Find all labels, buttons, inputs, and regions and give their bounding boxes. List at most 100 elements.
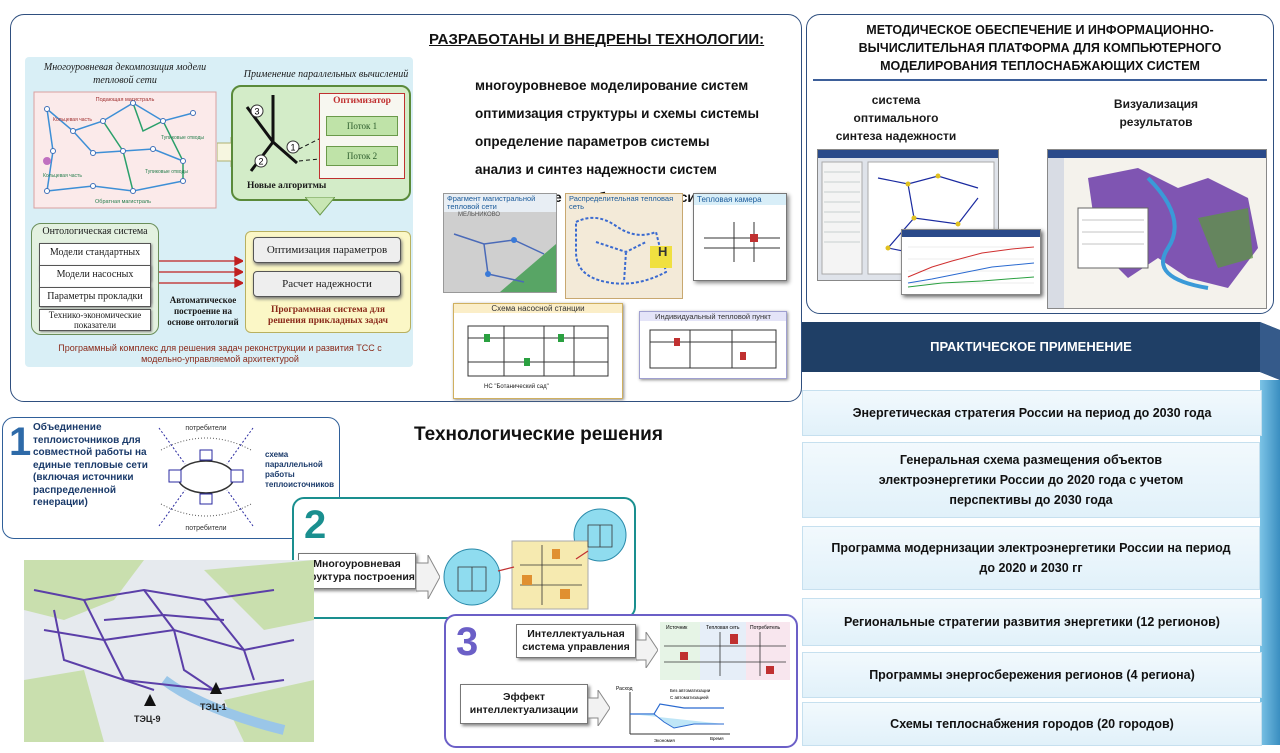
- practical-item: Генеральная схема размещения объектов эл…: [802, 442, 1260, 518]
- net-label-left-top: Кольцевая часть: [53, 117, 92, 123]
- platform-title-line-2: ВЫЧИСЛИТЕЛЬНАЯ ПЛАТФОРМА ДЛЯ КОМПЬЮТЕРНО…: [858, 41, 1222, 55]
- solution-1-number: 1: [9, 420, 32, 464]
- arrow-right-icon: [588, 690, 610, 726]
- arrow-right-icon: [416, 555, 440, 599]
- parallel-sources-diagram: потребители потребители: [158, 424, 254, 532]
- optimizer-label: Оптимизатор: [333, 96, 391, 106]
- individual-point-card: Индивидуальный тепловой пункт: [639, 311, 787, 379]
- chart-legend-without: Без автоматизации: [670, 688, 711, 693]
- tec-9-label: ТЭЦ-9: [134, 714, 160, 724]
- network-schematics-collage: Фрагмент магистральной тепловой сети МЕЛ…: [439, 191, 789, 399]
- flow-2: Поток 2: [326, 146, 398, 166]
- section-network: Тепловая сеть: [706, 625, 740, 631]
- tech-label: многоуровневое моделирование систем: [475, 77, 749, 93]
- practical-item: Схемы теплоснабжения городов (20 городов…: [802, 702, 1262, 746]
- section-consumer: Потребитель: [750, 625, 780, 631]
- parallel-box: 3 1 2 Оптимизатор Поток 1 Поток 2 Новые …: [231, 85, 411, 201]
- solution-2-number: 2: [304, 503, 327, 547]
- technologies-list: многоуровневое моделирование систем опти…: [443, 71, 759, 211]
- arrow-down-icon: [305, 197, 335, 216]
- tech-item: оптимизация структуры и схемы системы: [443, 99, 759, 127]
- solution-2-label: Многоуровневая структура построения: [298, 553, 416, 589]
- net-label-right-top: Тупиковые отводы: [161, 135, 204, 141]
- platform-title-line-1: МЕТОДИЧЕСКОЕ ОБЕСПЕЧЕНИЕ И ИНФОРМАЦИОННО…: [866, 23, 1214, 37]
- net-label-left-bottom: Кольцевая часть: [43, 173, 82, 179]
- individual-point-label: Индивидуальный тепловой пункт: [640, 312, 786, 321]
- side-bar: [1260, 380, 1280, 745]
- new-algorithms-label: Новые алгоритмы: [247, 181, 327, 191]
- pump-station-card: Схема насосной станции НС "Ботанический …: [453, 303, 623, 399]
- main-fragment-label: Фрагмент магистральной тепловой сети: [444, 194, 556, 212]
- district-label: МЕЛЬНИКОВО: [458, 212, 501, 218]
- distribution-label: Распределительная тепловая сеть: [569, 194, 674, 211]
- svg-text:2: 2: [259, 157, 264, 167]
- net-label-bottom: Обратная магистраль: [95, 199, 151, 205]
- task-optimization: Оптимизация параметров: [253, 237, 401, 263]
- chart-savings: Экономия: [654, 738, 675, 743]
- task-reliability: Расчет надежности: [253, 271, 401, 297]
- svg-text:1: 1: [291, 143, 296, 153]
- tech-item: анализ и синтез надежности систем: [443, 155, 759, 183]
- section-source: Источник: [666, 625, 688, 631]
- complex-caption: Программный комплекс для решения задач р…: [58, 343, 382, 364]
- control-schematic: Источник Тепловая сеть Потребитель: [660, 622, 790, 680]
- solution-1-panel: 1 Объединение теплоисточников для совмес…: [2, 417, 340, 539]
- chart-legend-with: С автоматизацией: [670, 694, 709, 700]
- synthesis-caption: система оптимального синтеза надежности: [835, 93, 957, 143]
- chart-axis-time: Время: [710, 736, 724, 741]
- solution-2-panel: 2 Многоуровневая структура построения: [292, 497, 636, 619]
- visualization-caption: Визуализация результатов: [1113, 97, 1199, 129]
- tech-item: многоуровневое моделирование систем: [443, 71, 759, 99]
- effect-chart: Расход Без автоматизации С автоматизацие…: [616, 686, 730, 743]
- red-arrows: [159, 255, 243, 289]
- svg-text:3: 3: [255, 107, 260, 117]
- solution-3-panel: 3 Интеллектуальная система управления Эф…: [444, 614, 798, 748]
- synthesis-screenshot: [817, 149, 1041, 299]
- auto-build-label: Автоматическое построение на основе онто…: [167, 295, 239, 327]
- city-heat-network-map: ТЭЦ-9 ТЭЦ-1: [24, 560, 314, 742]
- net-label-right-bottom: Тупиковые отводы: [145, 169, 188, 175]
- practical-header: ПРАКТИЧЕСКОЕ ПРИМЕНЕНИЕ: [802, 322, 1280, 380]
- architecture-diagram: Многоуровневая декомпозиция модели тепло…: [25, 57, 413, 367]
- algorithm-tree: 3 1 2: [245, 95, 320, 172]
- tech-item: определение параметров системы: [443, 127, 759, 155]
- pump-station-name: НС "Ботанический сад": [484, 384, 549, 390]
- technologies-panel: Многоуровневая декомпозиция модели тепло…: [10, 14, 802, 402]
- network-decomposition-graph: Подающая магистраль Кольцевая часть Тупи…: [33, 91, 217, 209]
- practical-item: Энергетическая стратегия России на перио…: [802, 390, 1262, 436]
- effect-label: Эффект интеллектуализации: [460, 684, 588, 724]
- solution-1-text: Объединение теплоисточников для совместн…: [33, 422, 148, 508]
- consumers-bottom-label: потребители: [185, 524, 226, 532]
- practical-item: Региональные стратегии развития энергети…: [802, 598, 1262, 646]
- net-label-top: Подающая магистраль: [96, 97, 155, 103]
- solution-3-number: 3: [456, 620, 479, 664]
- tech-label: определение параметров системы: [475, 133, 710, 149]
- chamber-label: Тепловая камера: [694, 194, 786, 205]
- distribution-card: Распределительная тепловая сеть Н: [565, 193, 683, 299]
- practical-item: Программы энергосбережения регионов (4 р…: [802, 652, 1262, 698]
- main-fragment-card: Фрагмент магистральной тепловой сети МЕЛ…: [443, 193, 557, 293]
- arrow-right-icon: [636, 632, 658, 668]
- practical-header-label: ПРАКТИЧЕСКОЕ ПРИМЕНЕНИЕ: [930, 339, 1132, 354]
- letter-h-label: Н: [658, 244, 668, 259]
- ontology-title: Онтологическая система: [42, 226, 148, 237]
- parallel-title: Применение параллельных вычислений: [243, 69, 409, 80]
- tech-label: анализ и синтез надежности систем: [475, 161, 717, 177]
- pump-station-label: Схема насосной станции: [454, 304, 622, 313]
- chamber-card: Тепловая камера: [693, 193, 787, 281]
- visualization-screenshot: [1047, 149, 1267, 309]
- tech-label: оптимизация структуры и схемы системы: [475, 105, 760, 121]
- consumers-top-label: потребители: [185, 424, 226, 432]
- optimizer-box: Оптимизатор Поток 1 Поток 2: [319, 93, 405, 179]
- program-system-label: Программная система для решения прикладн…: [268, 305, 388, 326]
- platform-panel: МЕТОДИЧЕСКОЕ ОБЕСПЕЧЕНИЕ И ИНФОРМАЦИОННО…: [806, 14, 1274, 314]
- multilevel-structure-figure: [443, 508, 627, 610]
- control-system-label: Интеллектуальная система управления: [516, 624, 636, 658]
- title-divider: [813, 79, 1267, 81]
- technologies-title: РАЗРАБОТАНЫ И ВНЕДРЕНЫ ТЕХНОЛОГИИ:: [429, 31, 765, 48]
- parallel-note: схема параллельной работы теплоисточнико…: [265, 450, 335, 489]
- ontology-item-economics: Технико-экономические показатели: [39, 309, 151, 331]
- platform-title-line-3: МОДЕЛИРОВАНИЯ ТЕПЛОСНАБЖАЮЩИХ СИСТЕМ: [880, 59, 1200, 73]
- tec-1-label: ТЭЦ-1: [200, 702, 226, 712]
- ontology-item-laying: Параметры прокладки: [39, 287, 151, 307]
